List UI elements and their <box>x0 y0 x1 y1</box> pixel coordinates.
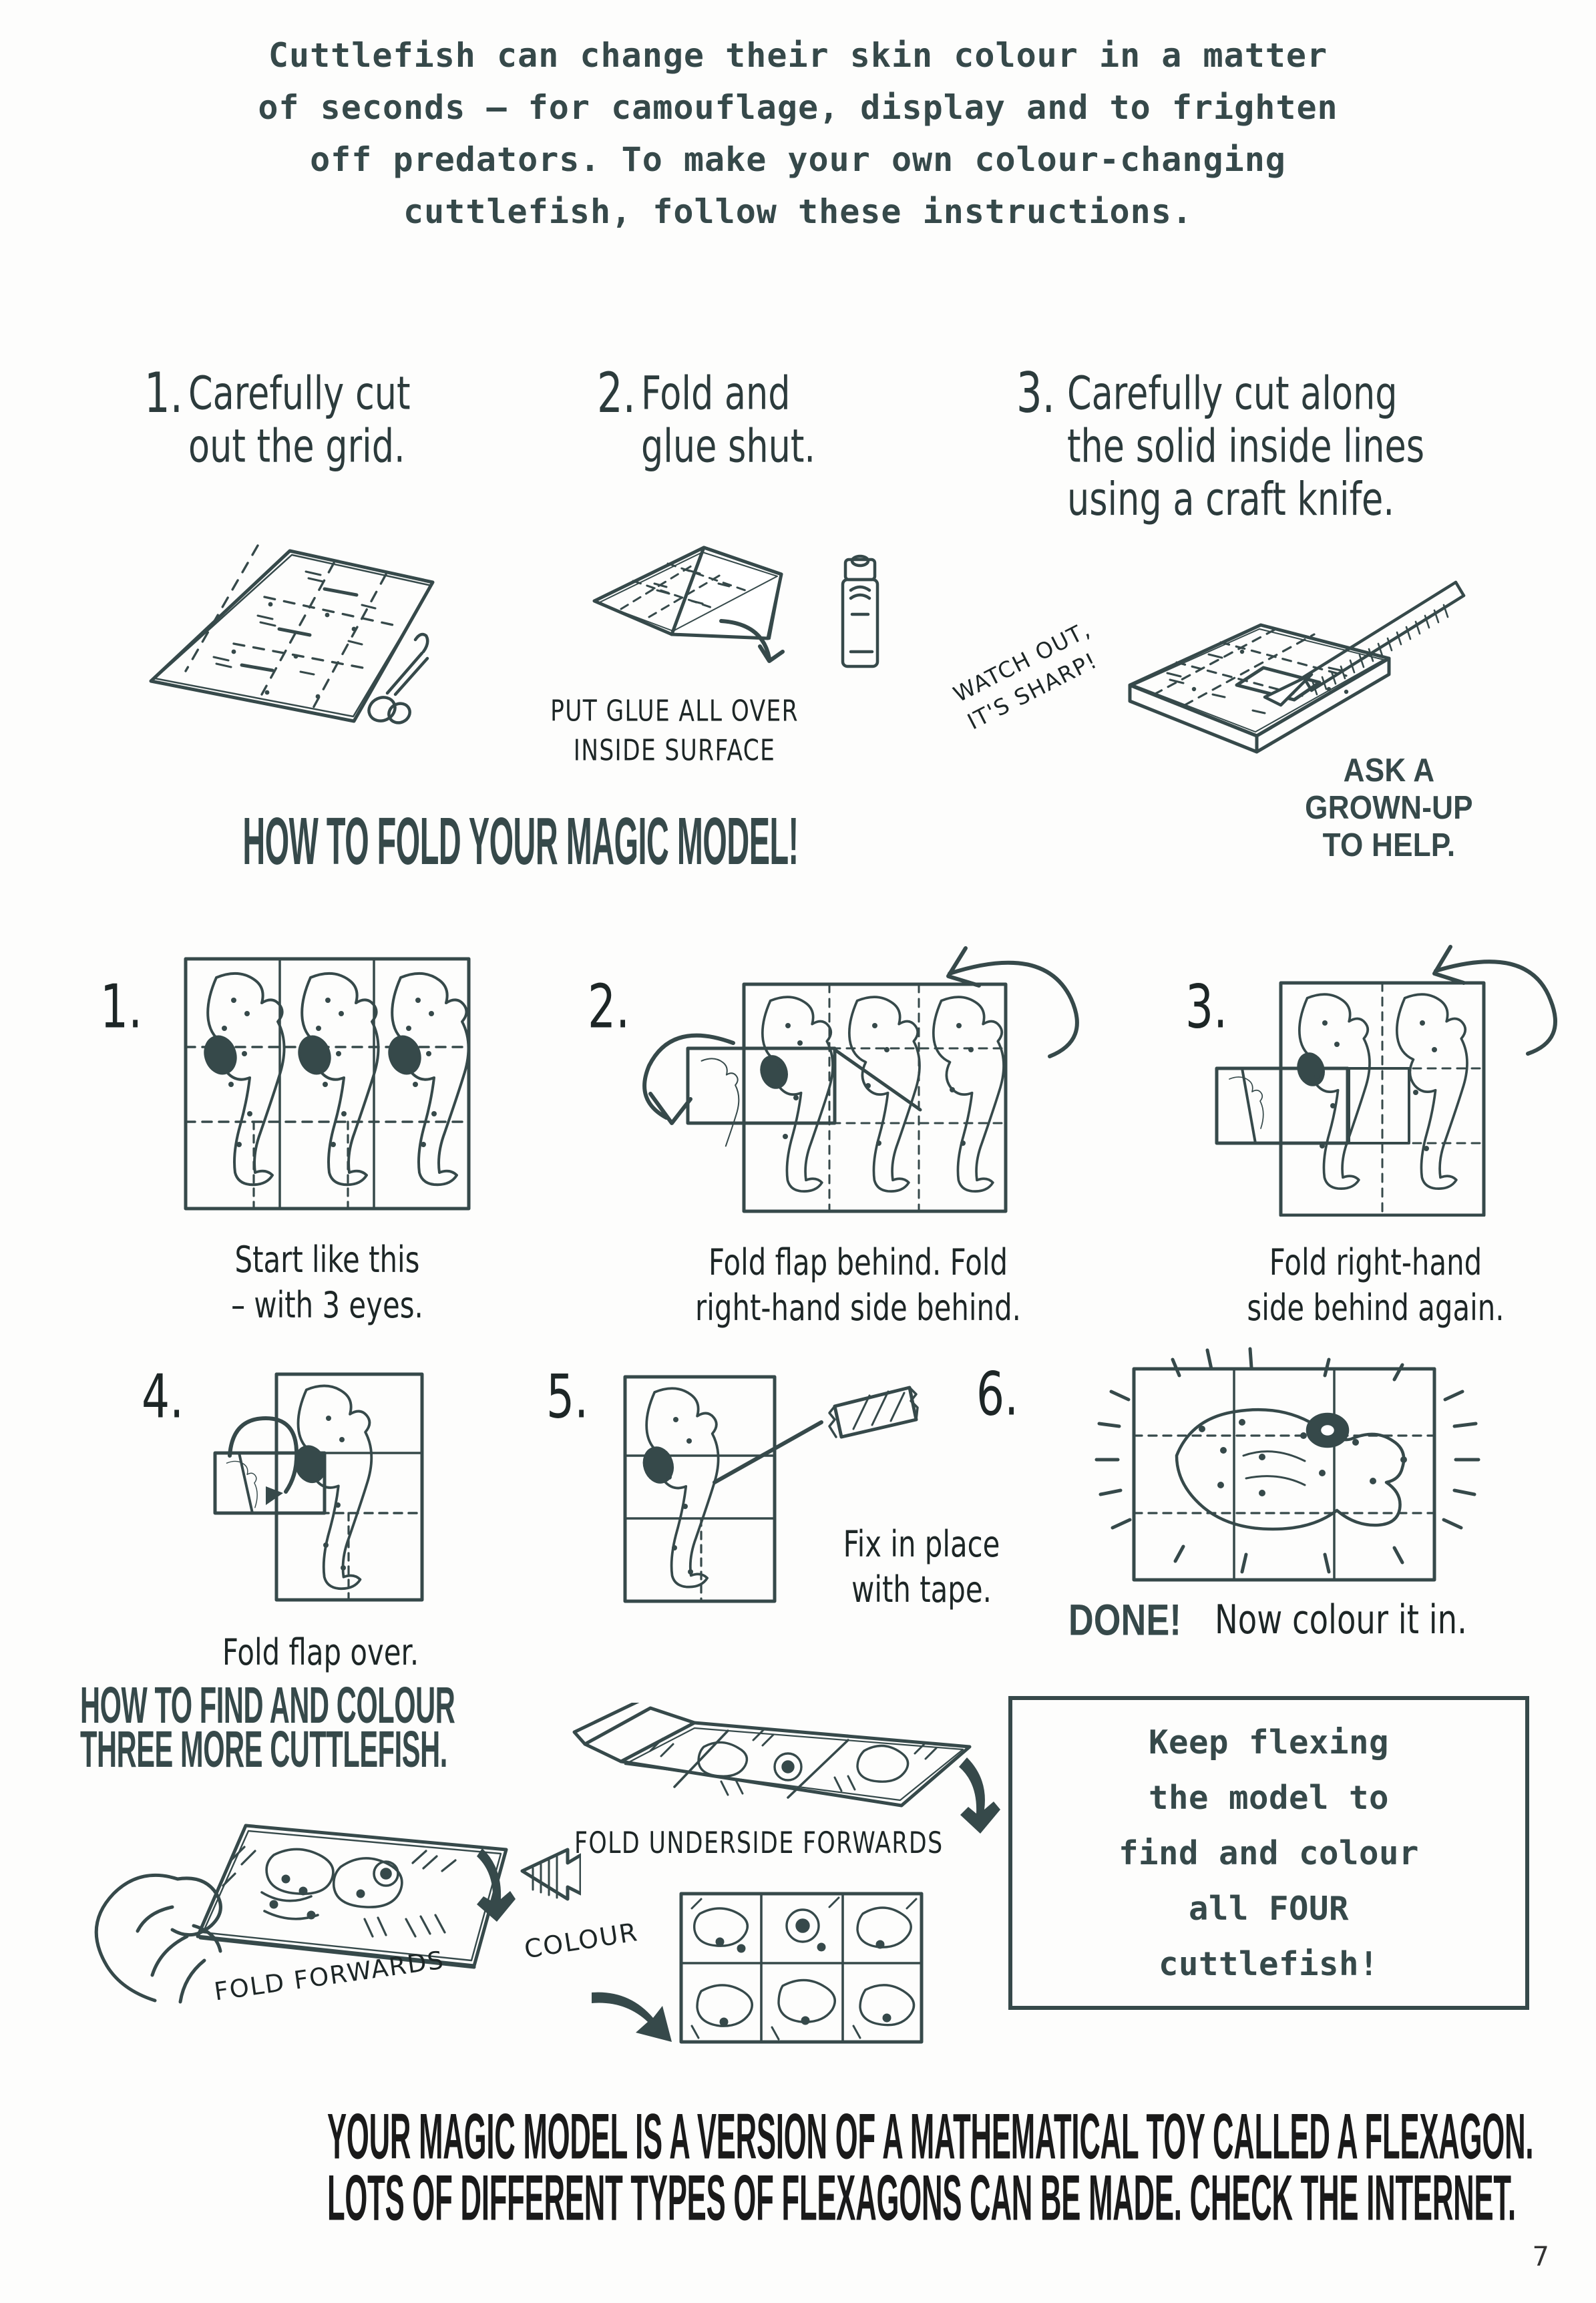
fold-step-3-diagram <box>1215 945 1557 1217</box>
fold-step-1-number: 1. <box>100 971 143 1042</box>
glue-stick-icon <box>841 554 879 668</box>
how-to-fold-heading-text: HOW TO FOLD YOUR MAGIC MODEL! <box>242 803 799 879</box>
keep-flexing-line-2: the model to <box>1149 1778 1389 1817</box>
put-glue-annotation: PUT GLUE ALL OVER INSIDE SURFACE <box>550 694 799 768</box>
done-label: DONE! Now colour it in. <box>1068 1596 1486 1645</box>
done-emphasis: DONE! <box>1068 1596 1182 1645</box>
fold-step-4-number: 4. <box>142 1361 184 1432</box>
footer-note: YOUR MAGIC MODEL IS A VERSION OF A MATHE… <box>0 2097 1596 2234</box>
fold-step-5-number: 5. <box>546 1361 589 1432</box>
cut-step-3-number: 3. <box>1016 361 1055 425</box>
intro-line-4: cuttlefish, follow these instructions. <box>403 192 1193 231</box>
cuttlefish-icon <box>204 972 470 1187</box>
craft-knife-icon <box>1263 580 1466 707</box>
how-to-fold-heading: HOW TO FOLD YOUR MAGIC MODEL! <box>0 807 1042 875</box>
arrow-icon <box>959 1757 1000 1834</box>
intro-paragraph: Cuttlefish can change their skin colour … <box>0 29 1596 238</box>
intro-line-3: off predators. To make your own colour-c… <box>310 140 1286 179</box>
fold-underside-diagram <box>572 1703 1000 1834</box>
arrow-icon <box>228 1416 299 1505</box>
scissors-icon <box>367 632 429 724</box>
arrow-icon <box>477 1848 516 1922</box>
footer-line-2: LOTS OF DIFFERENT TYPES OF FLEXAGONS CAN… <box>327 2161 1516 2234</box>
keep-flexing-line-4: all FOUR <box>1189 1889 1349 1928</box>
fold-step-3-number: 3. <box>1185 971 1228 1042</box>
folded-sheet-icon <box>592 546 879 668</box>
intro-line-2: of seconds — for camouflage, display and… <box>258 88 1338 127</box>
fold-step-2-number: 2. <box>588 971 630 1042</box>
find-colour-heading-line-2: THREE MORE CUTTLEFISH. <box>80 1721 447 1778</box>
grid-sheet-icon <box>149 544 435 724</box>
fold-step-6-diagram <box>1094 1347 1480 1582</box>
cut-step-2-number: 2. <box>597 361 636 425</box>
fold-underside-forwards-annotation: FOLD UNDERSIDE FORWARDS <box>574 1826 944 1860</box>
keep-flexing-text: Keep flexing the model to find and colou… <box>1119 1715 1419 1992</box>
arrow-icon <box>520 1848 581 1901</box>
tape-icon <box>828 1386 919 1439</box>
done-rest: Now colour it in. <box>1215 1597 1468 1643</box>
keep-flexing-line-1: Keep flexing <box>1149 1723 1389 1761</box>
cuttlefish-icon <box>642 1387 720 1589</box>
fold-step-1-diagram <box>184 957 471 1211</box>
cuttlefish-icon <box>226 1384 373 1591</box>
arrow-icon <box>1432 945 1557 1056</box>
fold-step-5-caption: Fix in place with tape. <box>843 1522 1000 1611</box>
fold-step-3-caption: Fold right-hand side behind again. <box>1247 1241 1505 1329</box>
hand-holding-model-icon <box>94 1824 581 2004</box>
cuttlefish-icon <box>1175 1408 1407 1531</box>
cuttlefish-icon <box>701 996 1005 1193</box>
cut-step-1-text: Carefully cut out the grid. <box>188 367 411 473</box>
craft-knife-scene-icon <box>1128 580 1466 754</box>
cut-step-3-text: Carefully cut along the solid inside lin… <box>1067 367 1425 526</box>
fold-step-2-caption: Fold flap behind. Fold right-hand side b… <box>695 1241 1021 1329</box>
keep-flexing-box: Keep flexing the model to find and colou… <box>1008 1696 1529 2010</box>
page-number: 7 <box>1532 2242 1549 2272</box>
colour-arrow-icon <box>592 1992 672 2042</box>
fold-step-1-caption: Start like this – with 3 eyes. <box>231 1238 423 1327</box>
cuttlefish-icon <box>1229 993 1468 1190</box>
fold-step-4-caption: Fold flap over. <box>222 1631 419 1673</box>
fold-step-5-diagram <box>623 1375 919 1603</box>
footer-line-1: YOUR MAGIC MODEL IS A VERSION OF A MATHE… <box>327 2100 1534 2173</box>
coloured-result-card-icon <box>679 1892 924 2044</box>
cut-step-1-number: 1. <box>144 361 183 425</box>
find-colour-heading-line-1: HOW TO FIND AND COLOUR <box>80 1677 455 1734</box>
fold-step-4-diagram <box>213 1372 424 1602</box>
find-colour-heading: HOW TO FIND AND COLOUR THREE MORE CUTTLE… <box>80 1677 628 1777</box>
intro-line-1: Cuttlefish can change their skin colour … <box>268 36 1328 75</box>
arrow-icon <box>946 946 1079 1058</box>
sparkle-icon <box>1094 1347 1480 1574</box>
arrow-icon <box>719 619 785 663</box>
keep-flexing-line-3: find and colour <box>1119 1834 1419 1872</box>
arrow-icon <box>642 1033 735 1125</box>
fold-step-2-diagram <box>642 946 1079 1213</box>
keep-flexing-line-5: cuttlefish! <box>1159 1944 1379 1983</box>
cut-step-2-text: Fold and glue shut. <box>641 367 816 473</box>
fold-step-6-number: 6. <box>976 1358 1019 1429</box>
